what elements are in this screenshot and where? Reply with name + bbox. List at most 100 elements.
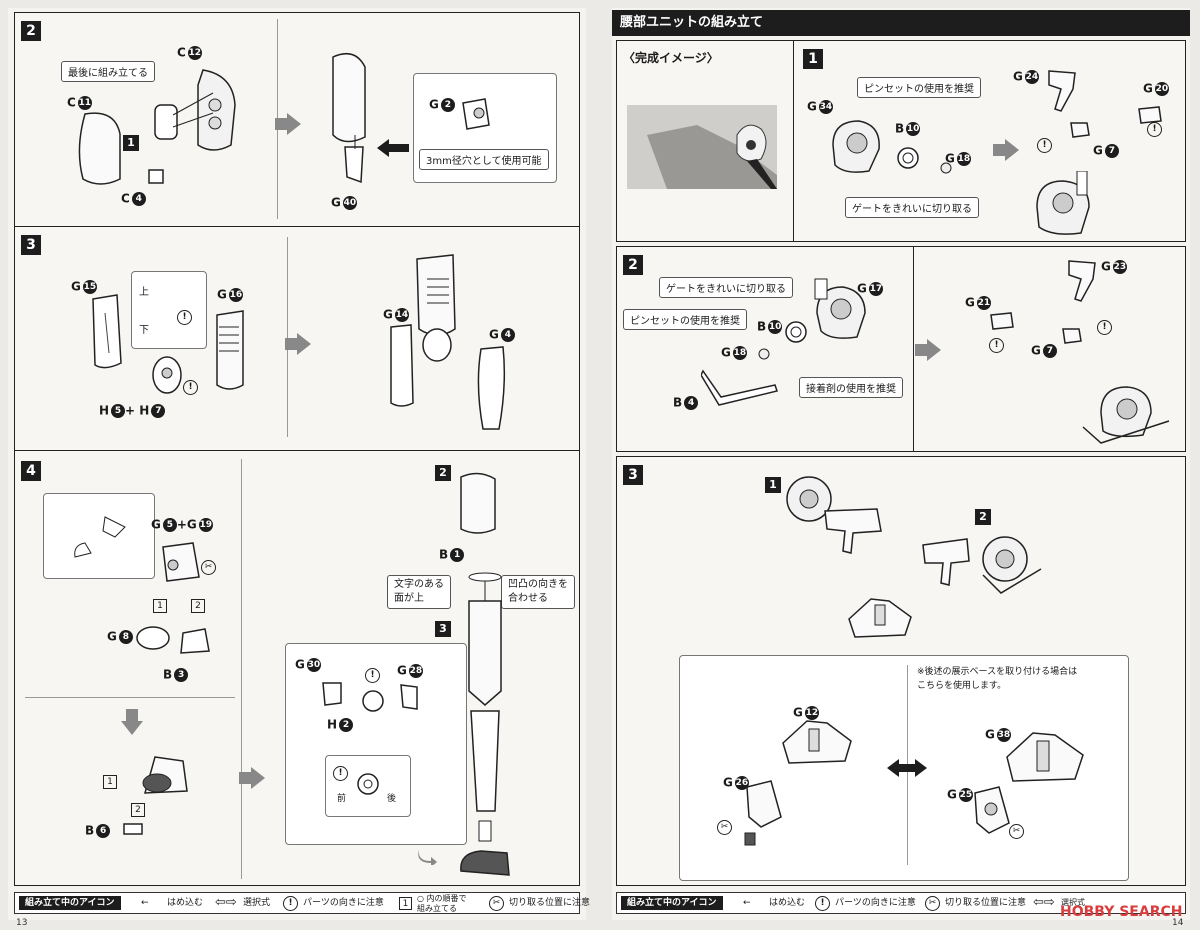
caution-icon: ! [177, 307, 192, 326]
label-front: 前 [337, 794, 347, 804]
note-use-glue: 接着剤の使用を推奨 [799, 377, 903, 398]
bracket-g25-part [969, 783, 1019, 843]
sub-step-3: 3 [435, 621, 451, 637]
detail-callout [43, 493, 155, 579]
icon-legend: 組み立て中のアイコン ← はめ込む ⇦⇨ 選択式 ! パーツの向きに注意 1 ○… [14, 892, 590, 914]
step-number: 1 [803, 49, 823, 69]
assembled-shoulder-part [325, 47, 375, 187]
rotate-arrow-icon [415, 845, 439, 865]
detail-part [65, 507, 135, 567]
hinge-arm-part [1063, 257, 1103, 307]
small-ball-part [939, 161, 953, 175]
right-waist-assembly [917, 525, 1047, 605]
pin-part [741, 829, 761, 849]
legend-select-icon: ⇦⇨ [1033, 895, 1055, 910]
sub-step-1: 1 [765, 477, 781, 493]
legend-select: 選択式 [1061, 898, 1085, 907]
caution-icon: ! [1097, 317, 1112, 336]
step-number: 2 [21, 21, 41, 41]
leg-assembly-part [455, 571, 515, 891]
waist-hub-part [845, 595, 915, 645]
ring-part [355, 771, 381, 797]
legend-fit-icon: ← [743, 898, 751, 908]
waist-disc-part [807, 277, 877, 347]
note-use-tweezers: ピンセットの使用を推奨 [623, 309, 747, 330]
arm-plate-part [387, 323, 417, 413]
foot-joint-part [157, 537, 207, 587]
note-text-up: 文字のある 面が上 [387, 575, 451, 609]
note-3mm: 3mm径穴として使用可能 [419, 149, 549, 170]
peg-part [1059, 325, 1085, 347]
swap-arrow [375, 137, 411, 159]
hub-g38-part [999, 727, 1089, 797]
washer-part [895, 145, 921, 171]
page-number: 14 [1172, 918, 1184, 928]
legend-cut-icon: ✂ [489, 896, 504, 911]
ribbed-arm-part [213, 307, 249, 397]
cut-position-icon: ✂ [717, 817, 732, 836]
small-ball-part [757, 347, 771, 361]
order-2: 2 [131, 803, 145, 817]
caution-icon: ! [183, 377, 198, 396]
legend-select: 選択式 [243, 898, 271, 908]
forearm-assembly-part [407, 249, 467, 369]
sub-step-2: 2 [435, 465, 451, 481]
select-swap-icon [885, 757, 929, 779]
finished-image-photo [627, 105, 777, 189]
small-clip-part [147, 167, 167, 187]
panel-divider [913, 247, 914, 451]
peg-part-g2 [457, 95, 497, 135]
shoulder-armor-part [75, 109, 125, 189]
heel-part [175, 623, 215, 659]
legend-title: 組み立て中のアイコン [19, 896, 121, 910]
process-arrow [993, 139, 1019, 161]
arm-cover-part [87, 293, 127, 373]
cut-position-icon: ✂ [1009, 821, 1024, 840]
hip-joint-part [317, 679, 427, 719]
order-2: 2 [191, 599, 205, 613]
process-arrow [285, 333, 311, 355]
waist-base-part [1081, 377, 1171, 447]
legend-fit: はめ込む [769, 898, 806, 908]
process-arrow [239, 767, 265, 789]
caution-icon: ! [1147, 119, 1162, 138]
label-bottom: 下 [139, 325, 149, 336]
left-waist-assembly [781, 471, 901, 561]
legend-fit-icon: ← [141, 898, 149, 908]
orientation-callout [131, 271, 207, 349]
process-arrow [275, 113, 301, 135]
peg-part [1067, 119, 1093, 141]
note-last-assemble: 最後に組み立てる [61, 61, 155, 82]
legend-cut: 切り取る位置に注意 [509, 898, 591, 908]
washer-part [783, 319, 809, 345]
ball-joint-part [149, 353, 185, 397]
hinge-arm-part [1043, 67, 1083, 117]
legend-caution-icon: ! [815, 896, 830, 911]
page-number: 13 [16, 918, 28, 928]
sub-step-2: 2 [975, 509, 991, 525]
legend-cut-icon: ✂ [925, 896, 940, 911]
order-1: 1 [103, 775, 117, 789]
